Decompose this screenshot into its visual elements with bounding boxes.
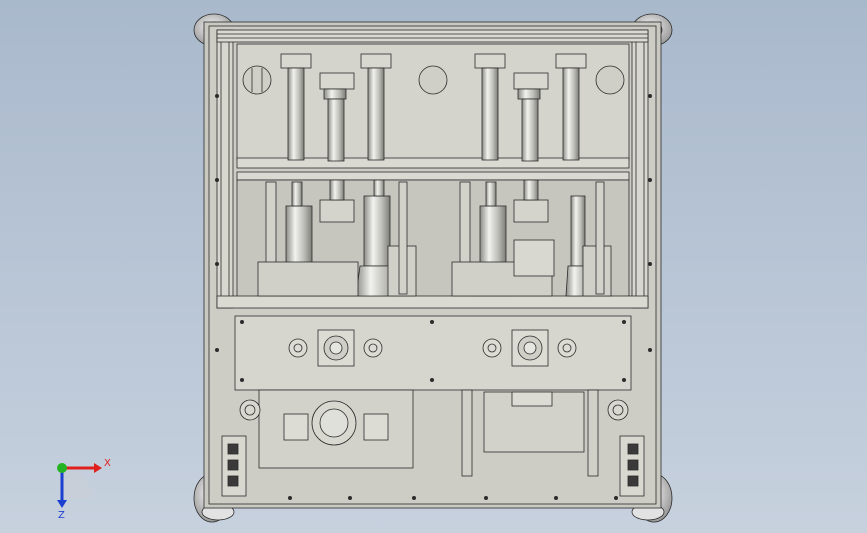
z-axis-label: Z: [58, 510, 65, 521]
bearing-blocks: [288, 329, 577, 367]
press-units-lower: [257, 179, 612, 297]
base-assembly: [239, 389, 629, 477]
foot-pads: [221, 435, 645, 497]
x-axis-label: X: [104, 458, 111, 469]
frame-posts: [216, 29, 649, 309]
upper-bottom-rail: [216, 295, 649, 309]
plate-cutouts: [242, 65, 625, 95]
top-rail: [216, 29, 649, 43]
y-axis: [57, 463, 67, 473]
orientation-triad: X Z: [40, 448, 130, 528]
screw-holes: [215, 94, 652, 500]
guide-cylinders-upper: [280, 53, 587, 162]
